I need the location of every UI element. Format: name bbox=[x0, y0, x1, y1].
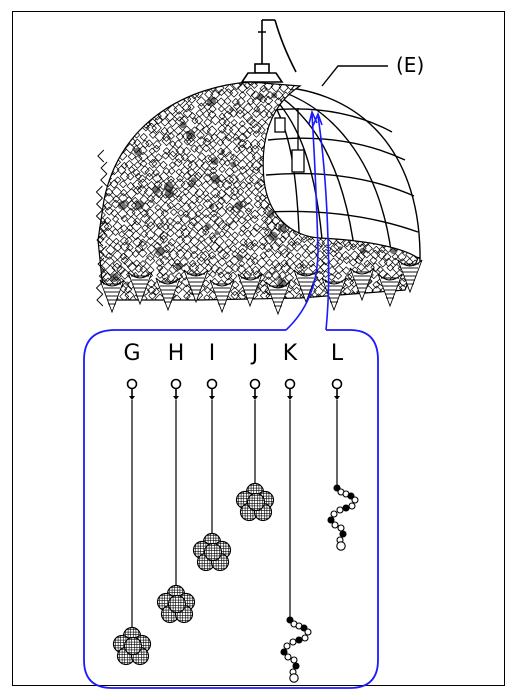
detail-box bbox=[83, 329, 379, 689]
hook-label: H bbox=[168, 341, 185, 366]
bead-chain-ornament bbox=[280, 616, 312, 683]
hook-h: H bbox=[156, 341, 196, 624]
suspension-cord bbox=[240, 19, 297, 83]
crochet-flower-ornament bbox=[112, 626, 152, 666]
crochet-flower-ornament bbox=[192, 532, 232, 572]
hook-label: J bbox=[250, 341, 259, 366]
hook-ring bbox=[170, 378, 182, 390]
hook-ring bbox=[206, 378, 218, 390]
callout-e: (E) bbox=[321, 53, 424, 87]
hook-k: K bbox=[280, 341, 312, 683]
bead-chain-ornament bbox=[327, 484, 359, 551]
hook-i: I bbox=[192, 341, 232, 572]
hook-j: J bbox=[235, 341, 275, 522]
hook-label: K bbox=[283, 341, 298, 366]
drawing-frame bbox=[12, 11, 505, 686]
callout-e-label: (E) bbox=[396, 53, 424, 77]
hook-l: L bbox=[327, 341, 359, 551]
lamp-socket bbox=[274, 108, 305, 173]
hook-ring bbox=[249, 378, 261, 390]
hook-ring bbox=[331, 378, 343, 390]
hook-label: I bbox=[209, 341, 216, 366]
crochet-flower-ornament bbox=[235, 482, 275, 522]
hook-label: L bbox=[331, 341, 344, 366]
crochet-flower-ornament bbox=[156, 584, 196, 624]
hook-ring bbox=[126, 378, 138, 390]
blue-leader-lines bbox=[285, 109, 330, 331]
hook-ring bbox=[284, 378, 296, 390]
crochet-lace-cover bbox=[95, 81, 423, 316]
hook-label: G bbox=[123, 341, 140, 366]
hook-g: G bbox=[112, 341, 152, 666]
